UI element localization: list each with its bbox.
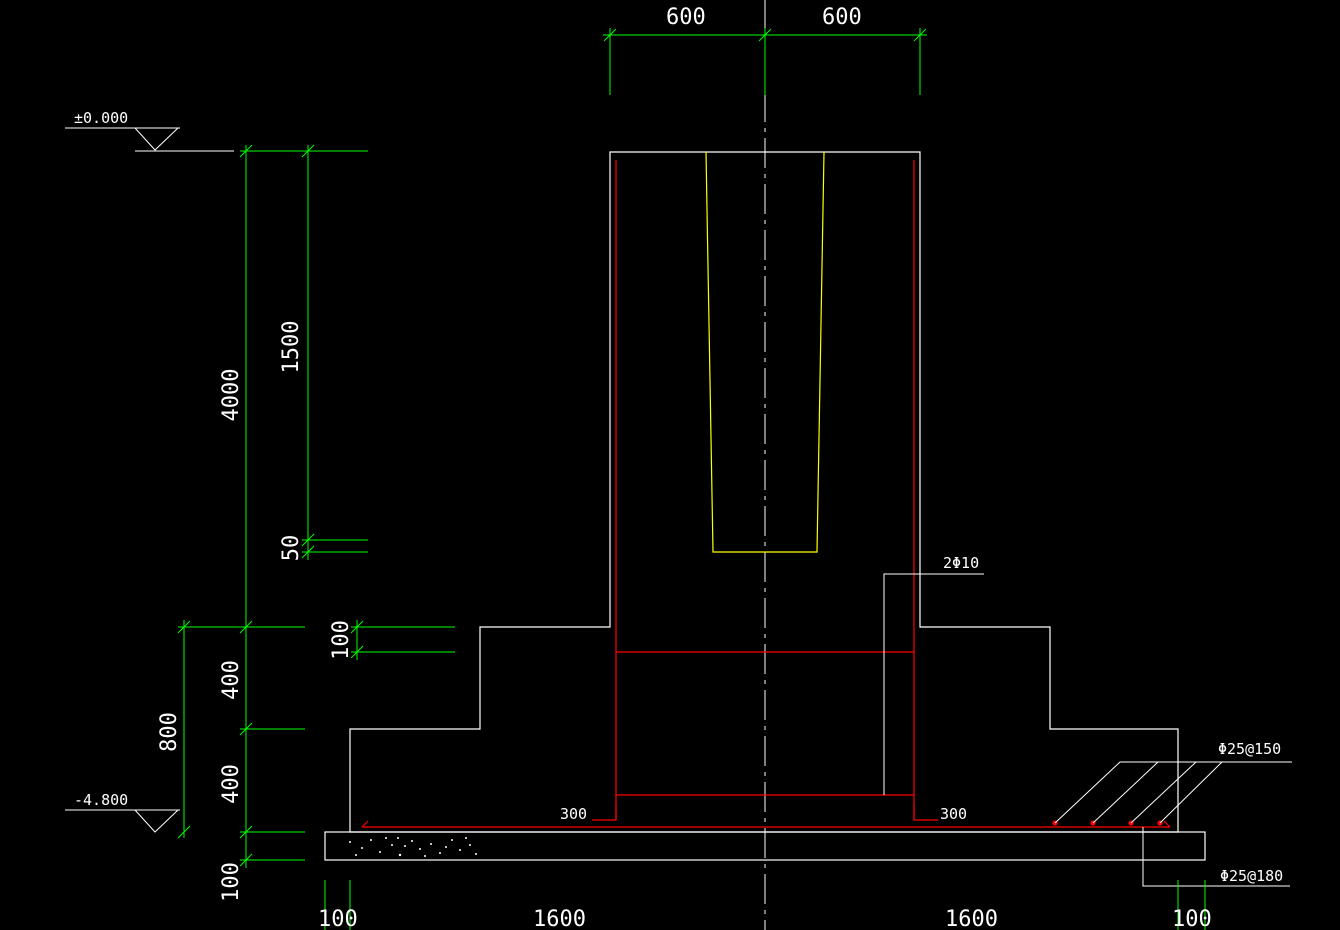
bottom-x-leader bbox=[1054, 761, 1292, 824]
vdim-cup-depth: 1500 bbox=[279, 321, 304, 374]
rebar bbox=[361, 160, 1171, 828]
bottom-dim-c: 1600 bbox=[945, 907, 998, 930]
vdim-step-offset: 100 bbox=[329, 620, 354, 660]
bottom-y-label: Φ25@180 bbox=[1220, 867, 1283, 885]
vdim-cup-gap: 50 bbox=[279, 535, 304, 562]
vdim-base-total: 800 bbox=[157, 712, 182, 752]
bottom-dim-d: 100 bbox=[1172, 907, 1212, 930]
annotations bbox=[883, 573, 1292, 887]
vdim-step-upper: 400 bbox=[219, 660, 244, 700]
rebar-hook-left bbox=[592, 805, 617, 821]
bottom-x-label: Φ25@150 bbox=[1218, 740, 1281, 758]
foundation-outline bbox=[349, 151, 1179, 833]
top-dim-right: 600 bbox=[822, 5, 862, 30]
rebar-bottom-end-left bbox=[361, 820, 369, 828]
rebar-bottom-end-right bbox=[1163, 820, 1171, 828]
hook-right-label: 300 bbox=[940, 805, 967, 823]
elevation-marker-top bbox=[65, 127, 234, 152]
cushion-layer bbox=[324, 831, 1206, 861]
vdim-step-lower: 400 bbox=[219, 764, 244, 804]
bottom-dim-b: 1600 bbox=[533, 907, 586, 930]
top-dim-left: 600 bbox=[666, 5, 706, 30]
vdim-total: 4000 bbox=[219, 369, 244, 422]
stirrup-label: 2Φ10 bbox=[943, 554, 979, 572]
cup-socket bbox=[705, 151, 825, 553]
stirrup-leader bbox=[883, 573, 984, 795]
left-vertical-dimensions bbox=[177, 144, 455, 868]
elevation-marker-bottom bbox=[65, 809, 180, 833]
vdim-cushion: 100 bbox=[219, 862, 244, 902]
bottom-y-leader bbox=[1142, 827, 1290, 887]
rebar-hook-right bbox=[913, 805, 938, 821]
cushion-hatch bbox=[349, 837, 477, 857]
elevation-bottom-label: -4.800 bbox=[74, 791, 128, 809]
elevation-top-label: ±0.000 bbox=[74, 109, 128, 127]
bottom-dim-a: 100 bbox=[318, 907, 358, 930]
top-dimension bbox=[603, 28, 927, 95]
bottom-dimension bbox=[324, 880, 1206, 930]
hook-left-label: 300 bbox=[560, 805, 587, 823]
